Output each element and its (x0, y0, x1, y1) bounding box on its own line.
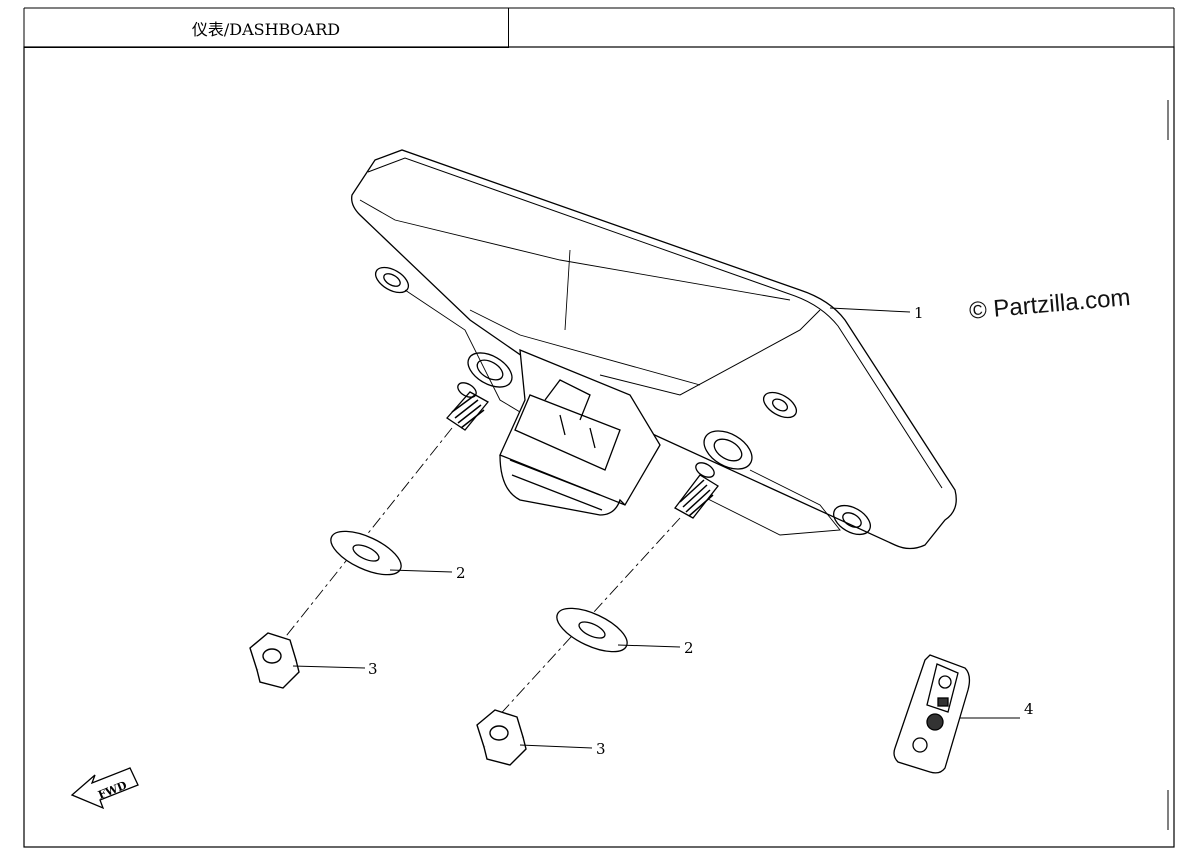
leader-3-right (519, 744, 593, 749)
callout-label: 2 (684, 639, 694, 657)
dashboard-unit (351, 149, 957, 550)
callout-label: 3 (368, 660, 378, 678)
callout-label: 3 (596, 740, 606, 758)
washer-left (330, 530, 402, 576)
leader-3-left (292, 665, 366, 669)
leader-2-right (617, 644, 681, 648)
washer-right (556, 607, 628, 653)
nut-left (249, 632, 300, 689)
stud-right (674, 462, 719, 519)
leader-1 (829, 307, 911, 313)
switch-button (893, 654, 971, 774)
callout-label: 2 (456, 564, 466, 582)
leader-2-left (389, 569, 453, 573)
stud-left (446, 382, 489, 431)
callout-label: 1 (914, 304, 924, 322)
nut-right (476, 709, 527, 766)
callout-label: 4 (1024, 700, 1034, 718)
forward-arrow-icon: FWD (70, 767, 139, 810)
